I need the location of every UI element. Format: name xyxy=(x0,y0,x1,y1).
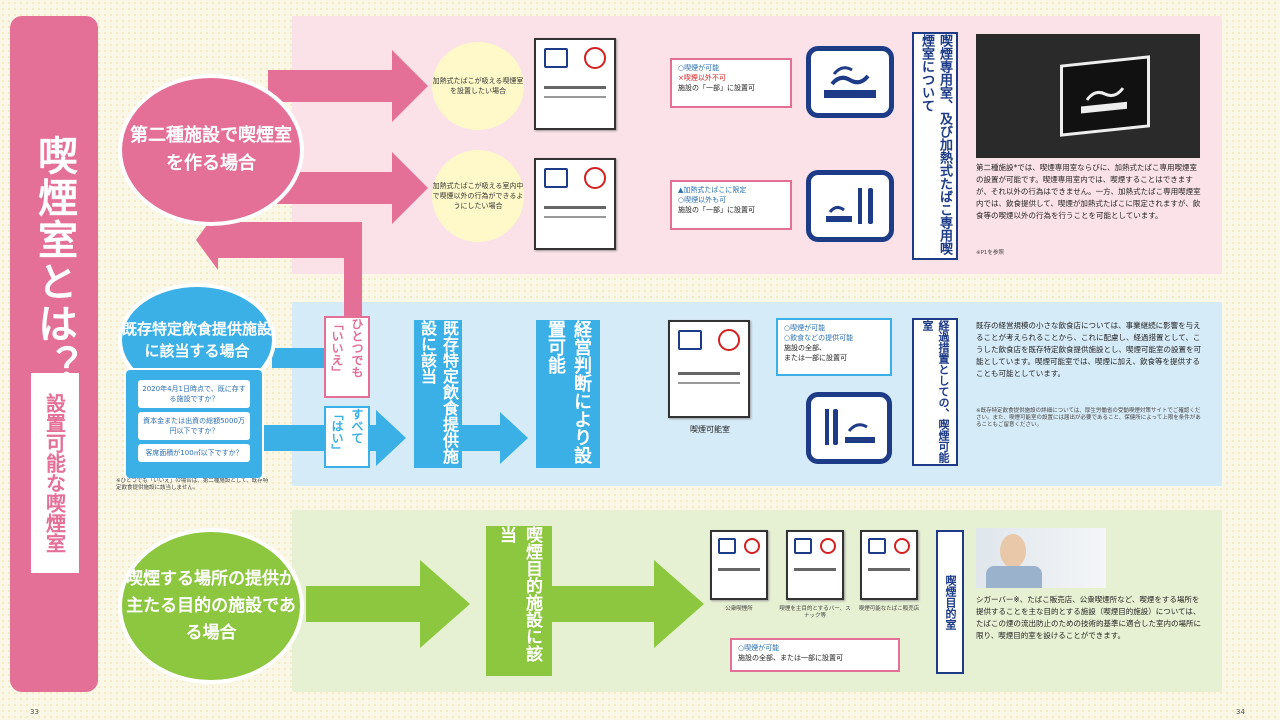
note-line: 施設の「一部」に設置可 xyxy=(678,84,755,92)
block-existing-facility: 既存特定飲食提供施設に該当 xyxy=(414,320,462,468)
hanging-sign-image xyxy=(1060,55,1150,137)
no-smoking-icon xyxy=(718,329,740,351)
cigarette-icon xyxy=(544,48,568,68)
photo-shirt xyxy=(986,566,1042,588)
arrow-blue-stem xyxy=(272,348,324,368)
page-number-right: 34 xyxy=(1236,708,1245,716)
section1-body: 第二種施設*では、喫煙専用室ならびに、加熱式たばこ専用喫煙室の設置が可能です。喫… xyxy=(976,163,1201,220)
section1-vertical-label: 喫煙専用室、及び加熱式たばこ専用喫煙室について xyxy=(912,32,958,260)
tobacco-shop-sign xyxy=(860,530,918,600)
cigarette-icon xyxy=(794,538,812,554)
fork-knife-heated-tobacco-icon xyxy=(826,188,873,224)
cigarette-smoke-icon xyxy=(824,66,876,98)
arrow-pink-lower xyxy=(268,152,428,224)
note-line: ○喫煙以外も可 xyxy=(678,196,727,204)
sign-caption-2: 喫煙を主目的とするバー、スナック等 xyxy=(779,606,851,619)
no-smoking-icon xyxy=(584,167,606,189)
sign-text-line xyxy=(544,206,606,209)
sign-caption-1: 公衆喫煙所 xyxy=(725,606,753,612)
case1-bubble: 加熱式たばこが吸える喫煙室を設置したい場合 xyxy=(432,42,524,130)
no-food-icon xyxy=(744,538,760,554)
sign-text-line xyxy=(544,86,606,89)
note-line: 施設の全部、または一部に設置可 xyxy=(738,654,843,662)
arrow-pink-upper xyxy=(268,50,428,122)
arrow-blue-mid xyxy=(462,412,528,464)
note-line: 施設の「一部」に設置可 xyxy=(678,206,755,214)
note-line: ○飲食などの提供可能 xyxy=(784,334,854,342)
question-3: 客席面積が100㎡以下ですか？ xyxy=(138,444,250,462)
section3-vertical-label: 喫煙目的室 xyxy=(936,530,964,674)
sign-text-line xyxy=(678,372,740,375)
tag-yes: すべて「はい」 xyxy=(324,406,370,468)
section1-note1: ○喫煙が可能 ×喫煙以外不可 施設の「一部」に設置可 xyxy=(670,58,792,108)
cigarette-smoke-icon xyxy=(1081,87,1127,114)
question-2: 資本金または出資の総額5000万円以下ですか？ xyxy=(138,412,250,440)
arrow-pink-up xyxy=(196,210,362,318)
sidebar xyxy=(10,16,98,692)
section1-footnote: ※P1を参照 xyxy=(976,250,1004,256)
no-food-icon xyxy=(894,538,910,554)
block-smoking-purpose-facility: 喫煙目的施設に該当 xyxy=(486,526,552,676)
cigarette-icon xyxy=(868,538,886,554)
section3-body: シガーバー※、たばこ販売店、公衆喫煙所など、喫煙をする場所を提供することを主な目… xyxy=(976,595,1201,640)
smoker-photo xyxy=(976,528,1106,588)
question-note: ※ひとつでも「いいえ」の場合は、第二種施設として、既存特定飲食提供施設に該当しま… xyxy=(116,478,269,491)
section2-body2: ※既存特定飲食提供施設の詳細については、厚生労働省の受動喫煙対策サイトでご確認く… xyxy=(976,408,1201,428)
food-icon xyxy=(678,330,702,350)
section3-note: ○喫煙が可能 施設の全部、または一部に設置可 xyxy=(730,638,900,672)
note-line: または一部に設置可 xyxy=(784,354,847,362)
sign-text-line xyxy=(544,216,606,218)
arrow-green-1 xyxy=(306,560,470,648)
bar-smoking-sign xyxy=(786,530,844,600)
heated-tobacco-big-icon xyxy=(806,170,894,242)
section3-circle: 喫煙する場所の提供が主たる目的の施設である場合 xyxy=(118,528,304,684)
note-line: ○喫煙が可能 xyxy=(738,644,780,652)
sign-text-line xyxy=(794,568,836,571)
sign-text-line xyxy=(868,568,910,571)
note-line: ○喫煙が可能 xyxy=(678,64,720,72)
sidebar-title: 喫煙室とは？ xyxy=(31,135,77,387)
tag-no: ひとつでも「いいえ」 xyxy=(324,316,370,398)
question-1: 2020年4月1日時点で、既に存する施設ですか？ xyxy=(138,380,250,408)
sign-text-line xyxy=(544,96,606,98)
smoking-room-photo xyxy=(976,34,1200,158)
block-management-decision: 経営判断により設置可能 xyxy=(536,320,600,468)
smoking-allowed-room-sign xyxy=(668,320,750,418)
section2-note: ○喫煙が可能 ○飲食などの提供可能 施設の全部、 または一部に設置可 xyxy=(776,318,892,376)
cigarette-icon xyxy=(718,538,736,554)
question-box: 2020年4月1日時点で、既に存する施設ですか？ 資本金または出資の総額5000… xyxy=(124,368,264,480)
sign-caption: 喫煙可能室 xyxy=(690,425,730,434)
no-food-icon xyxy=(584,47,606,69)
food-smoking-big-icon xyxy=(806,392,892,464)
case2-bubble: 加熱式たばこが吸える室内中で喫煙以外の行為ができるようにしたい場合 xyxy=(432,150,524,242)
fork-knife-cigarette-icon xyxy=(825,409,875,445)
sign-text-line xyxy=(718,568,760,571)
arrow-green-2 xyxy=(552,560,704,648)
section2-body: 既存の経営規模の小さな飲食店については、事業継続に影響を与えることが考えられるこ… xyxy=(976,321,1201,378)
sidebar-subtitle: 設置可能な喫煙室 xyxy=(31,373,79,573)
page-number-left: 33 xyxy=(30,708,39,716)
heated-tobacco-icon xyxy=(544,168,568,188)
section1-circle: 第二種施設で喫煙室を作る場合 xyxy=(118,74,304,226)
public-smoking-sign xyxy=(710,530,768,600)
smoking-room-sign xyxy=(534,38,616,130)
no-food-icon xyxy=(820,538,836,554)
sign-text-line xyxy=(678,382,740,384)
sign-caption-3: 喫煙可能なたばこ販売店 xyxy=(858,606,920,612)
section2-vertical-label: 経過措置としての、喫煙可能室 xyxy=(912,318,958,466)
note-line: 施設の全部、 xyxy=(784,344,826,352)
section1-note2: ▲加熱式たばこに限定 ○喫煙以外も可 施設の「一部」に設置可 xyxy=(670,180,792,230)
note-line: ×喫煙以外不可 xyxy=(678,74,726,82)
note-line: ○喫煙が可能 xyxy=(784,324,826,332)
heated-tobacco-room-sign xyxy=(534,158,616,250)
smoking-room-big-icon xyxy=(806,46,894,118)
note-line: ▲加熱式たばこに限定 xyxy=(678,186,747,194)
photo-face xyxy=(1000,534,1026,568)
